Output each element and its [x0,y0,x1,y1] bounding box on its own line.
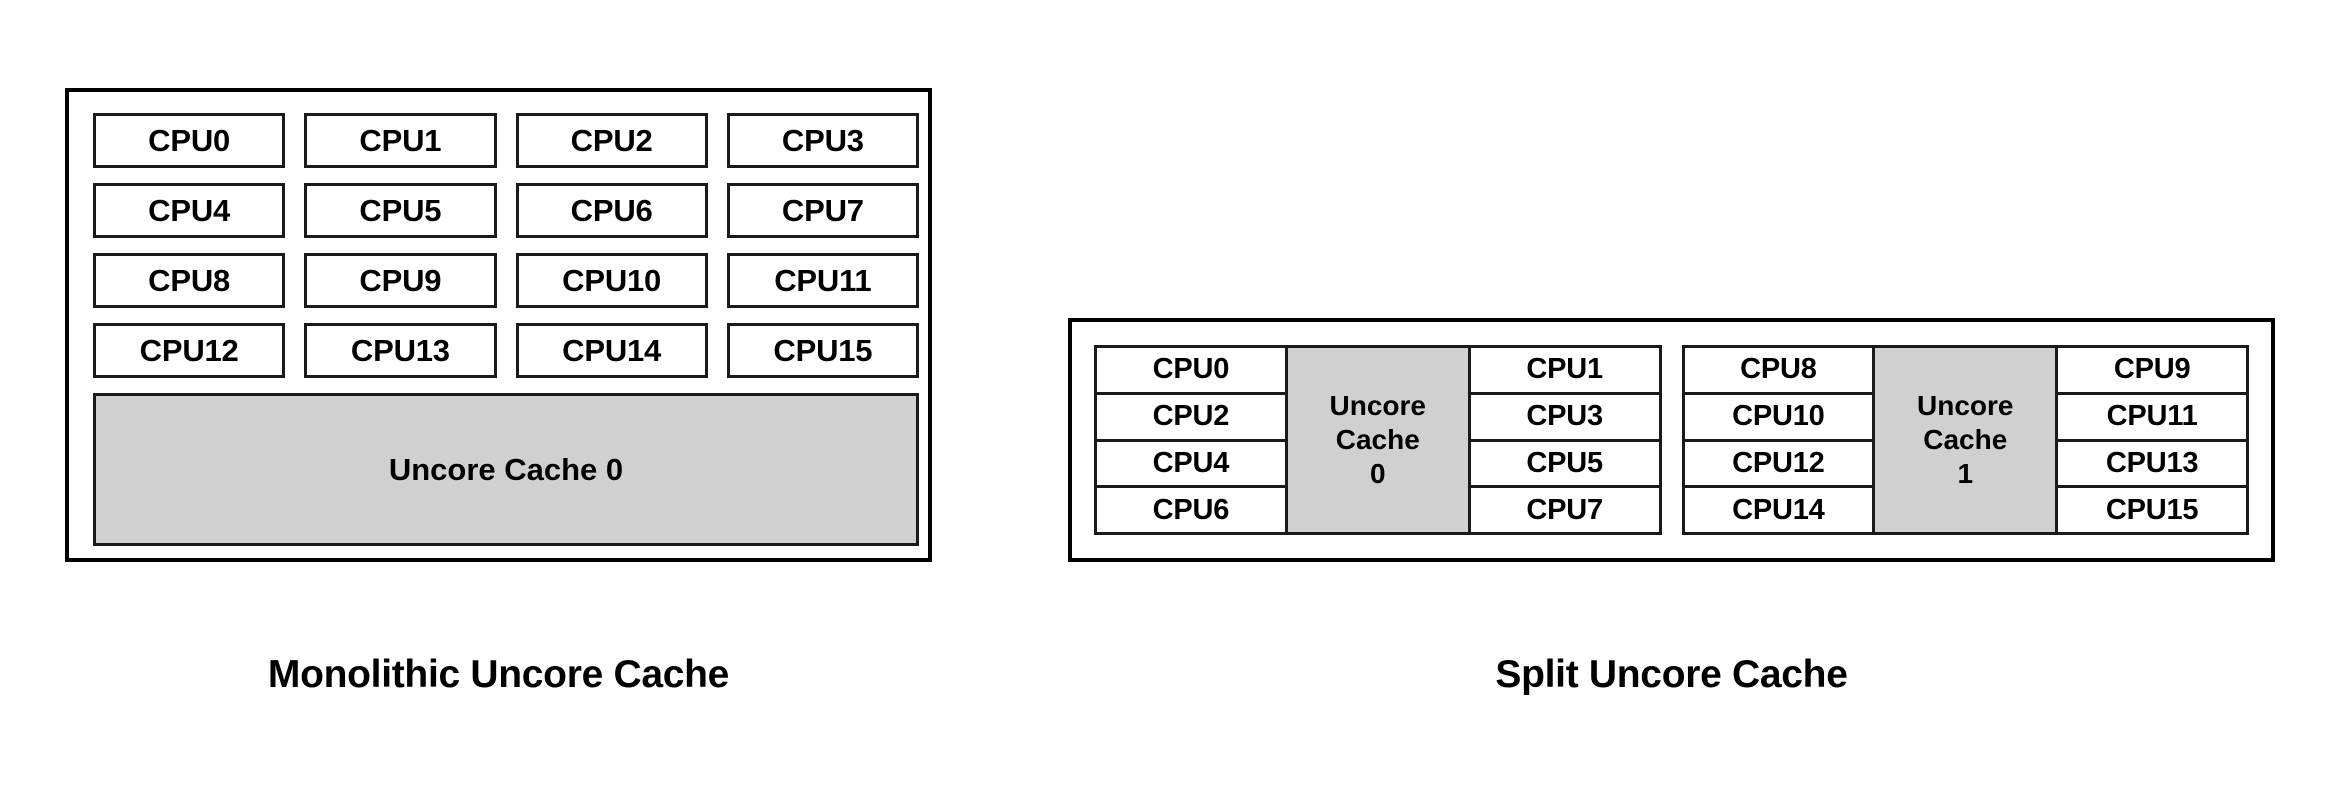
cpu-cell[interactable]: CPU4 [1094,438,1288,489]
cpu-cell[interactable]: CPU9 [304,253,497,308]
cpu-column-left: CPU8 CPU10 CPU12 CPU14 [1681,345,1876,535]
cpu-cell[interactable]: CPU15 [726,323,919,378]
split-caption: Split Uncore Cache [1495,653,1848,696]
cpu-cell[interactable]: CPU8 [93,253,286,308]
cpu-column-right: CPU1 CPU3 CPU5 CPU7 [1467,345,1662,535]
cpu-row: CPU0 CPU1 CPU2 CPU3 [93,113,919,168]
cpu-cell[interactable]: CPU9 [2055,345,2249,395]
cpu-cell[interactable]: CPU12 [93,323,286,378]
cpu-cell[interactable]: CPU13 [2055,438,2249,489]
cpu-cell[interactable]: CPU12 [1681,438,1876,489]
cpu-cell[interactable]: CPU14 [515,323,708,378]
split-cluster: CPU0 CPU2 CPU4 CPU6 Uncore Cache 0 CPU1 … [1094,345,1662,535]
cpu-cell[interactable]: CPU10 [515,253,708,308]
uncore-cache-block[interactable]: Uncore Cache 0 [1284,345,1471,535]
cpu-row: CPU12 CPU13 CPU14 CPU15 [93,323,919,378]
cpu-cell[interactable]: CPU7 [726,183,919,238]
cpu-cell[interactable]: CPU14 [1681,485,1876,535]
uncore-cache-line: Uncore [1329,389,1426,421]
split-cluster: CPU8 CPU10 CPU12 CPU14 Uncore Cache 1 CP… [1681,345,2249,535]
cpu-column-left: CPU0 CPU2 CPU4 CPU6 [1094,345,1288,535]
cpu-row: CPU8 CPU9 CPU10 CPU11 [93,253,919,308]
cpu-cell[interactable]: CPU6 [515,183,708,238]
uncore-cache-line: Cache [1335,423,1420,455]
cpu-cell[interactable]: CPU11 [726,253,919,308]
cpu-cell[interactable]: CPU5 [1467,438,1662,489]
cpu-column-right: CPU9 CPU11 CPU13 CPU15 [2055,345,2249,535]
split-uncore-chassis: CPU0 CPU2 CPU4 CPU6 Uncore Cache 0 CPU1 … [1068,318,2275,562]
cpu-row: CPU4 CPU5 CPU6 CPU7 [93,183,919,238]
cpu-cell[interactable]: CPU0 [93,113,286,168]
cpu-cell[interactable]: CPU1 [304,113,497,168]
cpu-cell[interactable]: CPU3 [726,113,919,168]
cpu-cell[interactable]: CPU2 [1094,391,1288,442]
cpu-cell[interactable]: CPU5 [304,183,497,238]
monolithic-uncore-chassis: CPU0 CPU1 CPU2 CPU3 CPU4 CPU5 CPU6 CPU7 … [65,88,932,562]
split-cluster-container: CPU0 CPU2 CPU4 CPU6 Uncore Cache 0 CPU1 … [1094,345,2249,535]
uncore-cache-block[interactable]: Uncore Cache 1 [1872,345,2059,535]
cpu-cell[interactable]: CPU11 [2055,391,2249,442]
cpu-cell[interactable]: CPU10 [1681,391,1876,442]
cpu-cell[interactable]: CPU2 [515,113,708,168]
uncore-cache-index: 1 [1957,458,1974,490]
uncore-cache-line: Cache [1923,423,2008,455]
uncore-cache-block[interactable]: Uncore Cache 0 [93,393,919,546]
cpu-cell[interactable]: CPU8 [1681,345,1876,395]
monolithic-cpu-grid: CPU0 CPU1 CPU2 CPU3 CPU4 CPU5 CPU6 CPU7 … [93,113,919,393]
cpu-cell[interactable]: CPU15 [2055,485,2249,535]
cpu-cell[interactable]: CPU7 [1467,485,1662,535]
cpu-cell[interactable]: CPU0 [1094,345,1288,395]
cpu-cell[interactable]: CPU3 [1467,391,1662,442]
uncore-cache-line: Uncore [1917,389,2014,421]
cpu-cell[interactable]: CPU1 [1467,345,1662,395]
cpu-cell[interactable]: CPU6 [1094,485,1288,535]
monolithic-caption: Monolithic Uncore Cache [267,653,730,696]
uncore-cache-index: 0 [1369,458,1386,490]
cpu-cell[interactable]: CPU13 [304,323,497,378]
cpu-cell[interactable]: CPU4 [93,183,286,238]
